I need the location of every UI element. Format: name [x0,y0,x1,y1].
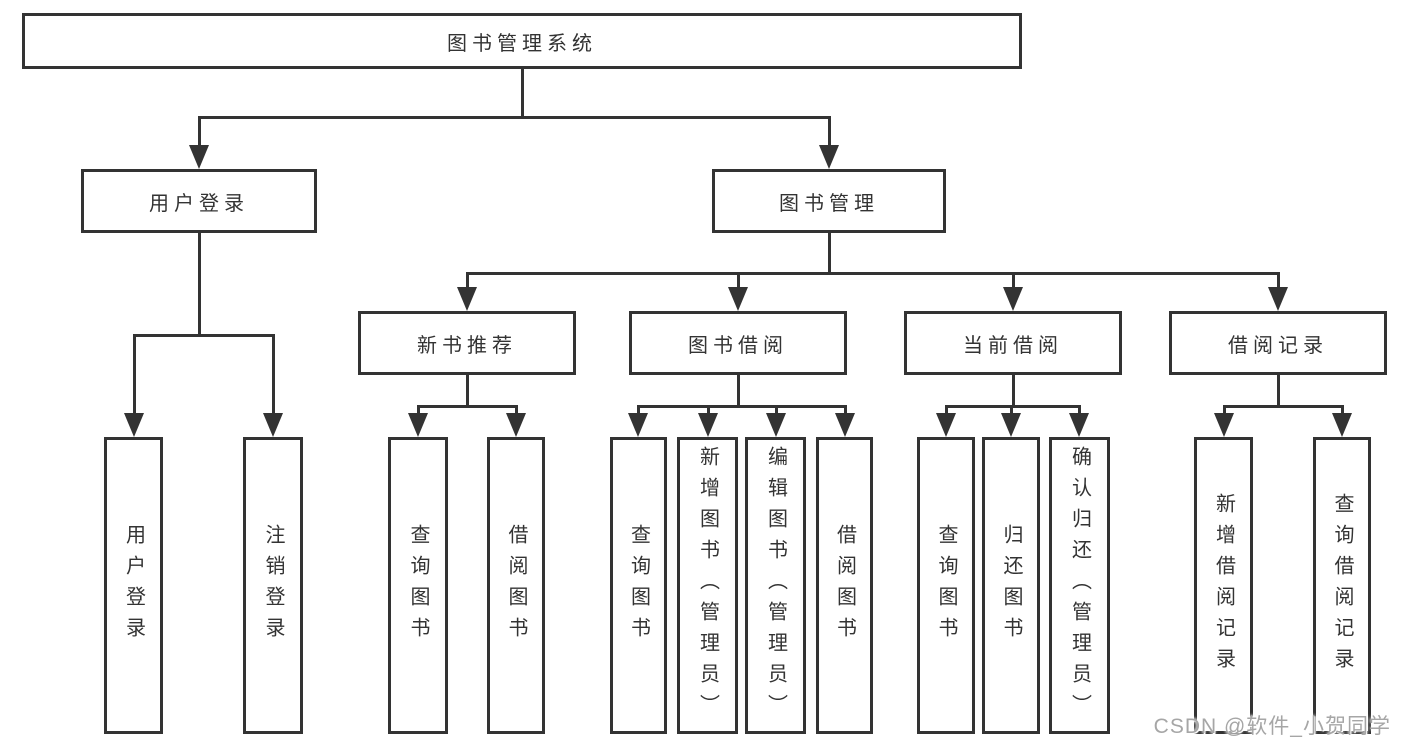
connector-2-stem-0 [132,335,136,414]
connector-0-bar-line [197,115,831,119]
connector-4-stem-1 [706,406,710,414]
connector-1-drop-line [827,233,831,275]
connector-1-bar-line [465,271,1280,275]
arrowhead-icon [835,413,855,437]
arrowhead-icon [124,413,144,437]
node-borrowing-records: 借阅记录 [1169,311,1387,375]
connector-1-stem-1 [736,273,740,288]
connector-3-bar-line [416,404,518,408]
arrowhead-icon [1214,413,1234,437]
arrowhead-icon [936,413,956,437]
node-query-books-current: 查询图书 [917,437,975,734]
node-add-borrow-record: 新增借阅记录 [1194,437,1253,734]
connector-1-stem-3 [1276,273,1280,288]
connector-5-stem-2 [1077,406,1081,414]
connector-6-stem-0 [1222,406,1226,414]
arrowhead-icon [189,145,209,169]
arrowhead-icon [408,413,428,437]
node-return-books: 归还图书 [982,437,1040,734]
connector-4-drop-line [736,375,740,408]
node-borrow-books-recommend: 借阅图书 [487,437,545,734]
connector-1-stem-2 [1011,273,1015,288]
arrowhead-icon [1268,287,1288,311]
arrowhead-icon [698,413,718,437]
connector-5-stem-1 [1009,406,1013,414]
node-edit-books-admin: 编辑图书（管理员） [745,437,806,734]
node-user-login: 用户登录 [81,169,317,233]
arrowhead-icon [1069,413,1089,437]
node-library-management-system: 图书管理系统 [22,13,1022,69]
arrowhead-icon [1003,287,1023,311]
arrowhead-icon [766,413,786,437]
connector-5-stem-0 [944,406,948,414]
arrowhead-icon [728,287,748,311]
node-query-books-recommend: 查询图书 [388,437,448,734]
node-query-borrow-record: 查询借阅记录 [1313,437,1371,734]
connector-1-stem-0 [465,273,469,288]
connector-5-bar-line [944,404,1081,408]
node-new-book-recommendation: 新书推荐 [358,311,576,375]
node-add-books-admin: 新增图书（管理员） [677,437,738,734]
connector-0-stem-0 [197,117,201,146]
connector-4-stem-0 [636,406,640,414]
connector-3-stem-0 [416,406,420,414]
node-current-borrowing: 当前借阅 [904,311,1122,375]
connector-4-bar-line [636,404,847,408]
connector-3-stem-1 [514,406,518,414]
node-logout-leaf: 注销登录 [243,437,303,734]
csdn-watermark: CSDN @软件_小贺同学 [1153,715,1391,738]
arrowhead-icon [457,287,477,311]
connector-0-drop-line [520,69,524,119]
node-book-borrowing: 图书借阅 [629,311,847,375]
arrowhead-icon [263,413,283,437]
node-confirm-return-admin: 确认归还（管理员） [1049,437,1110,734]
connector-2-drop-line [197,233,201,337]
connector-6-drop-line [1276,375,1280,408]
arrowhead-icon [1001,413,1021,437]
connector-2-stem-1 [271,335,275,414]
connector-6-bar-line [1222,404,1344,408]
connector-4-stem-3 [843,406,847,414]
connector-0-stem-1 [827,117,831,146]
connector-3-drop-line [465,375,469,408]
connector-2-bar-line [132,333,275,337]
connector-6-stem-1 [1340,406,1344,414]
arrowhead-icon [819,145,839,169]
node-borrow-books-leaf: 借阅图书 [816,437,873,734]
arrowhead-icon [628,413,648,437]
node-book-management: 图书管理 [712,169,946,233]
arrowhead-icon [1332,413,1352,437]
connector-4-stem-2 [774,406,778,414]
connector-5-drop-line [1011,375,1015,408]
node-query-books-borrow: 查询图书 [610,437,667,734]
arrowhead-icon [506,413,526,437]
node-user-login-leaf: 用户登录 [104,437,163,734]
